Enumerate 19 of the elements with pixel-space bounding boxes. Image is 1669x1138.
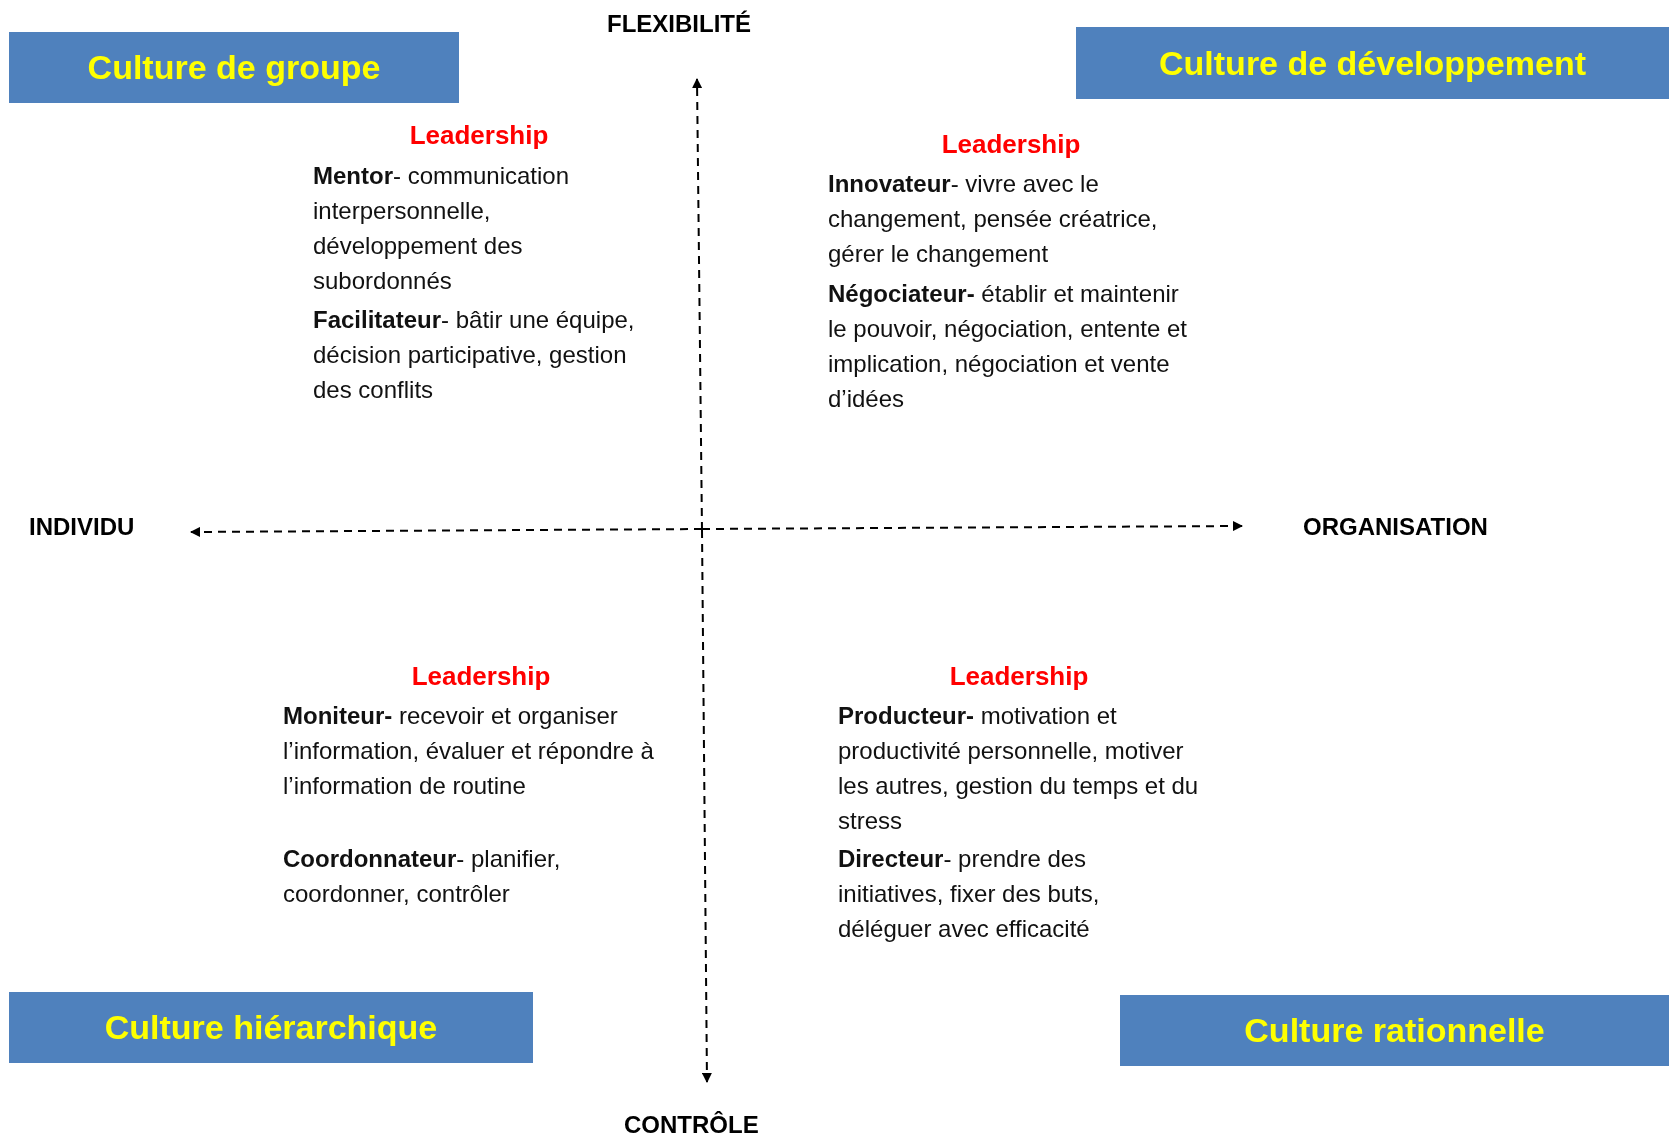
culture-box: Culture de groupe bbox=[9, 32, 459, 103]
culture-box: Culture rationnelle bbox=[1120, 995, 1669, 1066]
role-description: Négociateur- établir et maintenir le pouvoir, négociation, entente et implication, négociation et vente d’idées bbox=[828, 279, 1188, 414]
leadership-heading: Leadership bbox=[949, 661, 1089, 692]
role-description: Moniteur- recevoir et organiser l’information, évaluer et répondre à l’information de routine bbox=[283, 701, 655, 801]
leadership-heading: Leadership bbox=[411, 661, 551, 692]
role-description: Facilitateur- bâtir une équipe, décision participative, gestion des conflits bbox=[313, 305, 636, 405]
leadership-heading: Leadership bbox=[409, 120, 549, 151]
axis-label: CONTRÔLE bbox=[624, 1111, 759, 1138]
axis-label: INDIVIDU bbox=[29, 513, 135, 541]
role-description: Coordonnateur- planifier, coordonner, contrôler bbox=[283, 844, 562, 909]
role-description: Mentor- communication interpersonnelle, développement des subordonnés bbox=[313, 161, 571, 296]
role-description: Directeur- prendre des initiatives, fixer des buts, déléguer avec efficacité bbox=[838, 844, 1101, 944]
leadership-heading: Leadership bbox=[941, 129, 1081, 160]
axis-label: ORGANISATION bbox=[1303, 513, 1488, 541]
role-description: Producteur- motivation et productivité personnelle, motiver les autres, gestion du temps et du stress bbox=[838, 701, 1200, 836]
axis-label: FLEXIBILITÉ bbox=[607, 10, 751, 38]
culture-box: Culture de développement bbox=[1076, 27, 1669, 99]
culture-box: Culture hiérarchique bbox=[9, 992, 533, 1063]
